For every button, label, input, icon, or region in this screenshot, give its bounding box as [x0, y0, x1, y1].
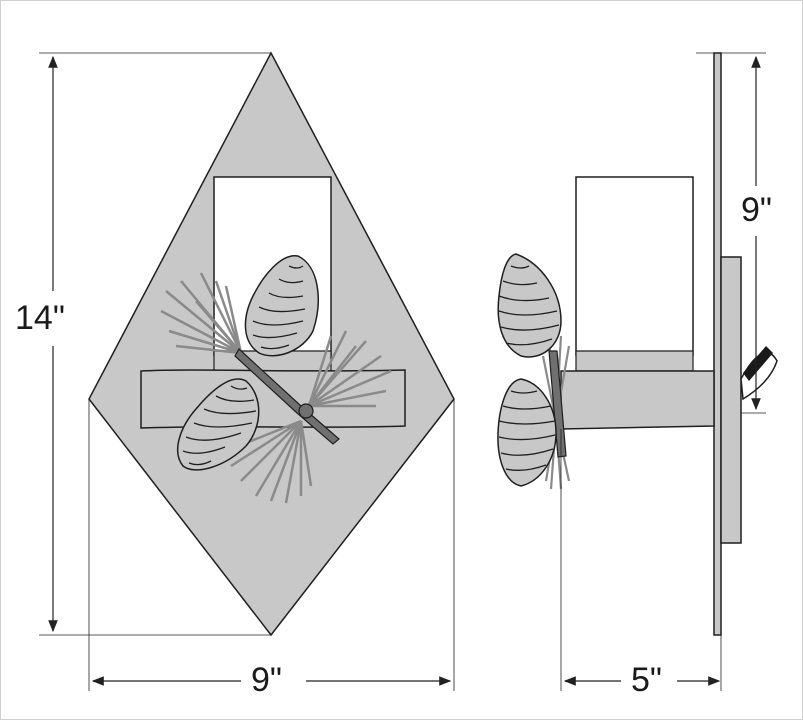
height-dimension-label: 14"	[15, 299, 65, 337]
side-view	[497, 52, 778, 636]
depth-dimension-label: 5"	[631, 661, 662, 699]
front-pine-cone-lower	[176, 378, 260, 471]
width-dimension-label: 9"	[251, 661, 282, 699]
side-shade-bottom	[575, 350, 694, 372]
side-backplate	[713, 52, 722, 636]
front-pine-cone-upper	[244, 255, 319, 357]
side-wire-detail	[740, 346, 778, 401]
front-pine-needles	[160, 272, 392, 504]
front-crossbar	[140, 369, 406, 429]
side-mounting-plate	[720, 256, 742, 544]
side-arm	[560, 370, 715, 430]
mount-height-dimension-label: 9"	[741, 191, 772, 229]
front-view	[88, 51, 455, 637]
side-pine-cone-upper	[497, 253, 562, 358]
dimension-lines	[39, 52, 766, 691]
side-pine-cone-lower	[497, 378, 557, 487]
front-branch-knot	[298, 403, 314, 419]
side-glass-shade	[575, 176, 694, 356]
